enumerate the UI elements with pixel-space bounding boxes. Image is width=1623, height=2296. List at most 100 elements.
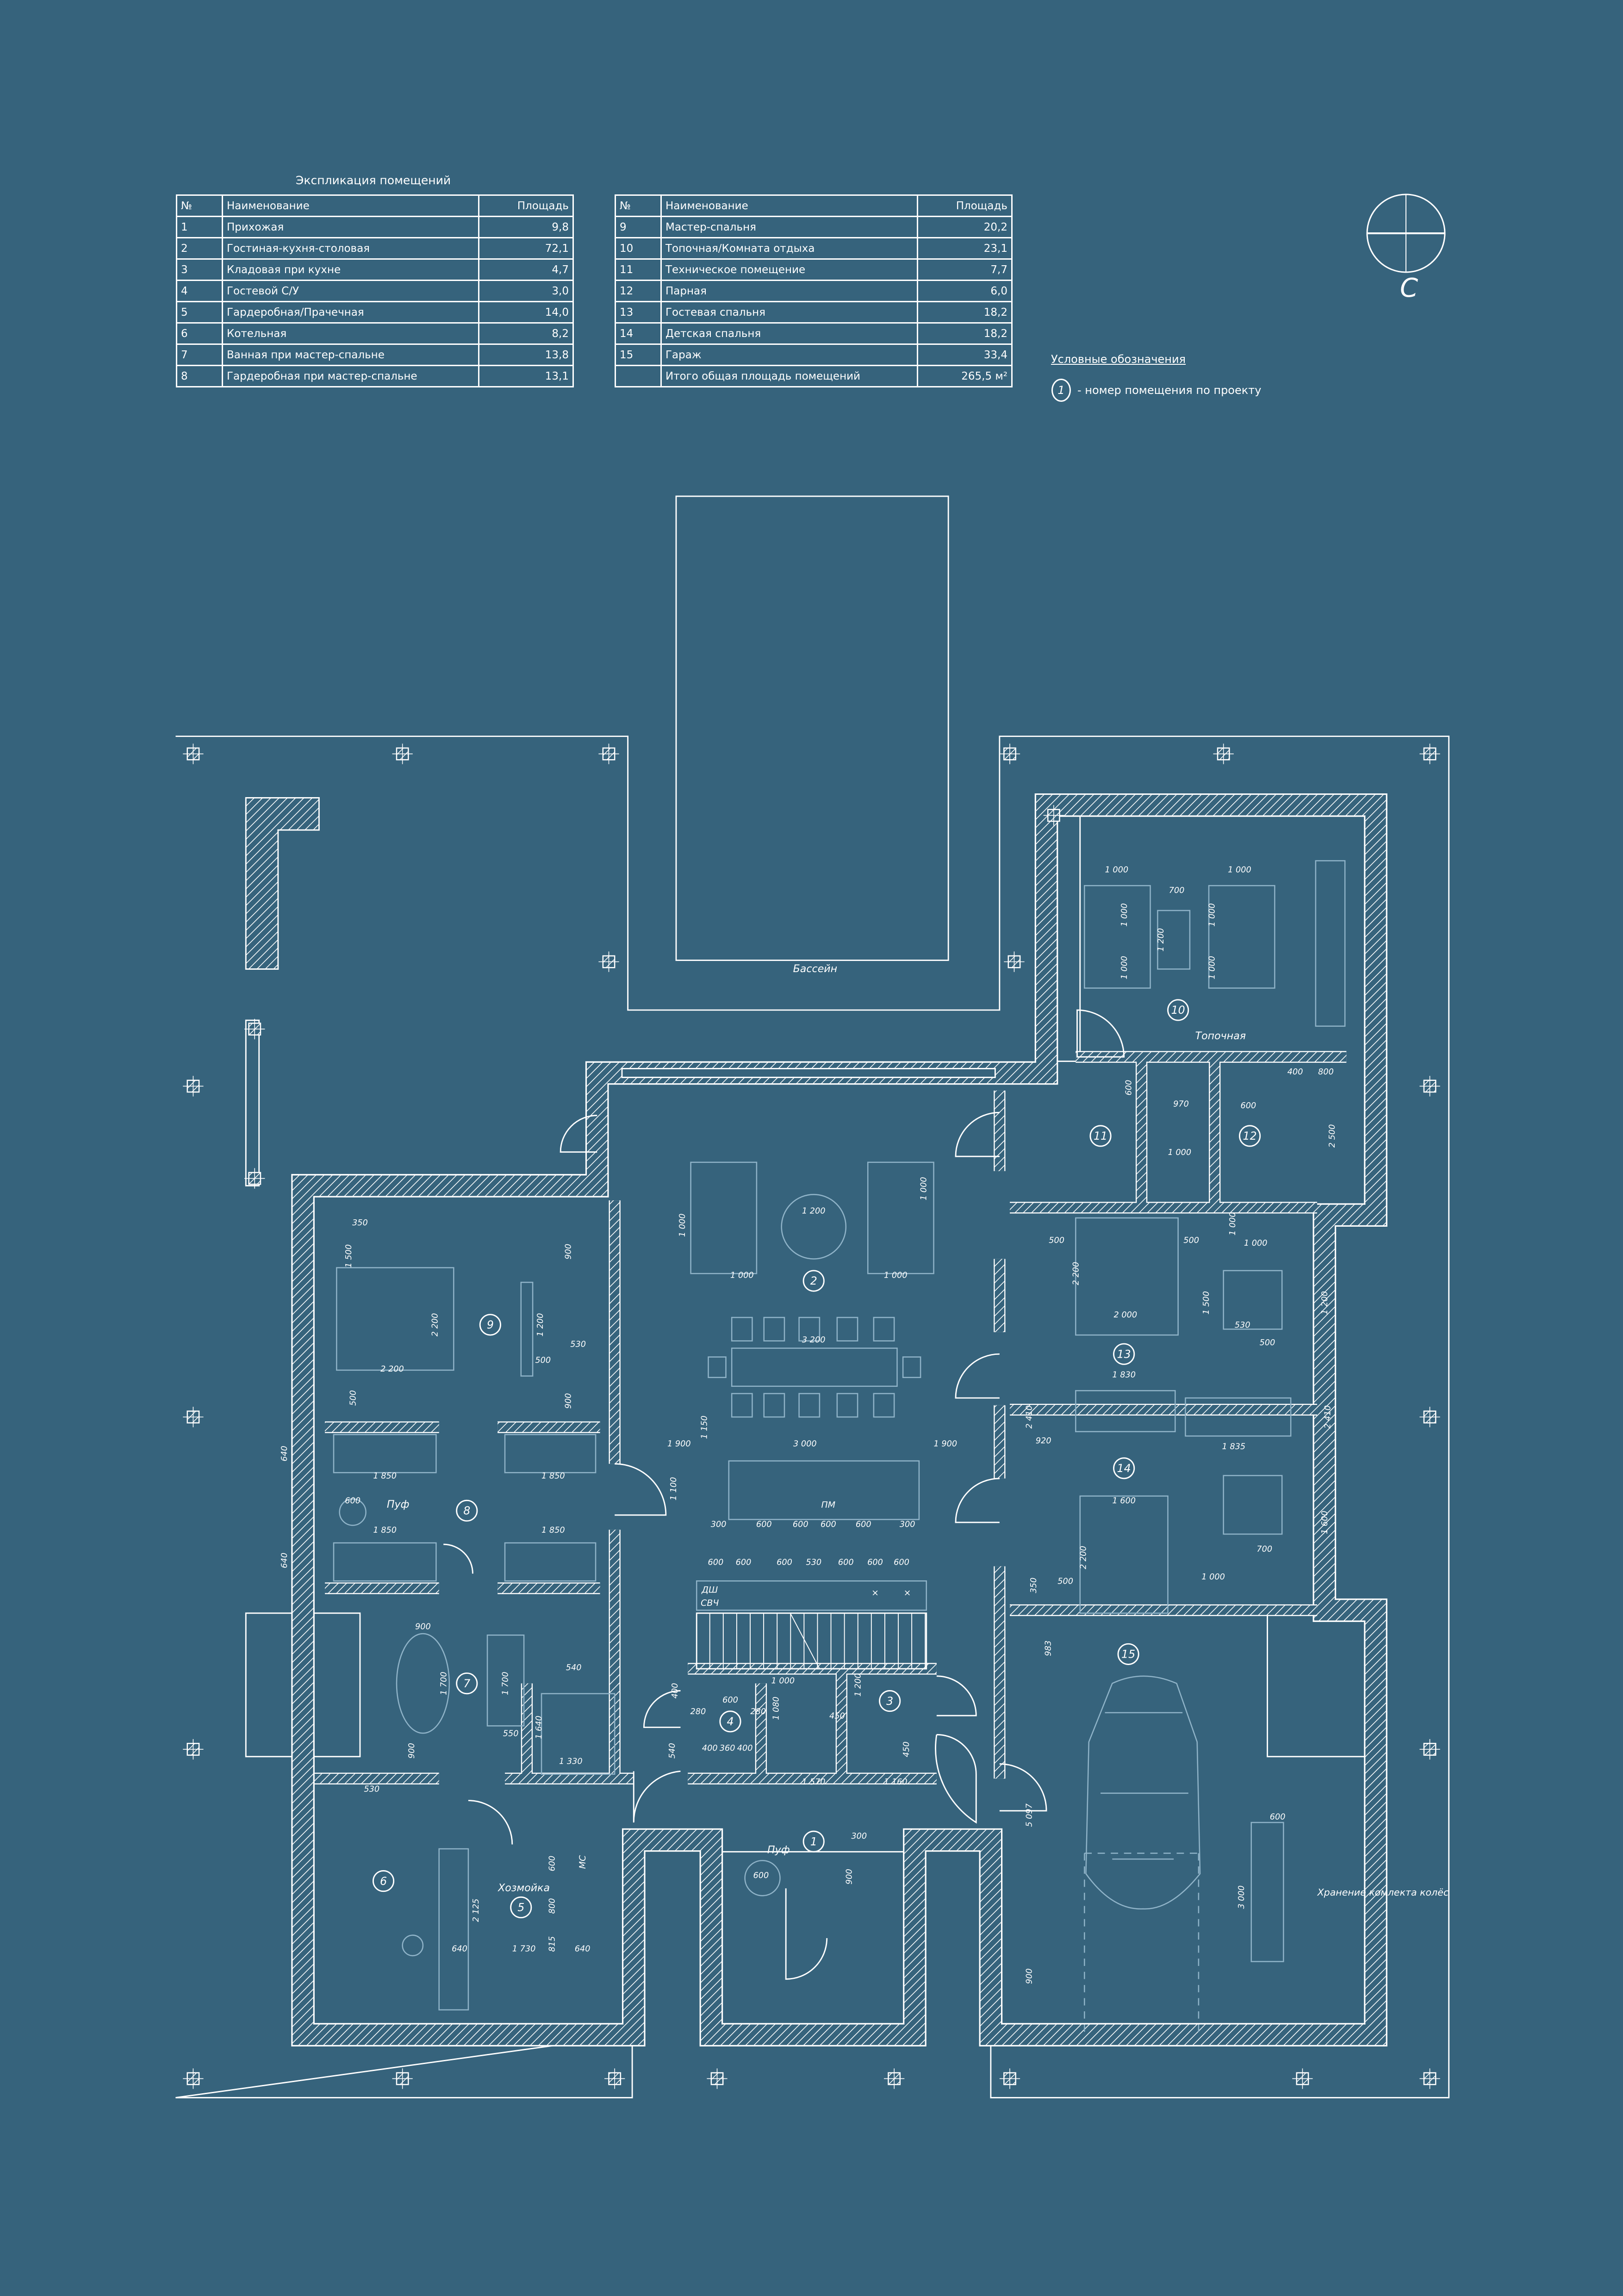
column-icon — [183, 1076, 204, 1097]
dimension-label: 1 000 — [678, 1214, 687, 1237]
room-area: 18,2 — [917, 301, 1013, 324]
header-num: № — [176, 194, 223, 217]
doors — [443, 1009, 1125, 1980]
dimension-label: 600 — [1241, 1101, 1256, 1111]
sofa-left — [690, 1161, 758, 1274]
dimension-label: 600 — [838, 1558, 854, 1567]
dimension-label: 2 000 — [1113, 1310, 1137, 1320]
room-area: 9,8 — [478, 216, 574, 238]
column-icon — [1419, 2068, 1440, 2089]
room-name: Детская спальня — [660, 322, 918, 345]
room-marker-number: 7 — [463, 1677, 470, 1690]
plan-label: Пуф — [387, 1498, 410, 1510]
dimension-label: 900 — [564, 1244, 573, 1260]
dimension-label: 1 200 — [536, 1313, 545, 1337]
room-marker-circle — [510, 1896, 532, 1919]
plan-label: × — [904, 1588, 911, 1598]
dimension-label: 1 150 — [700, 1416, 709, 1439]
dimension-label: 300 — [900, 1520, 915, 1529]
room-marker-circle — [719, 1710, 741, 1733]
dimension-label: 450 — [902, 1741, 911, 1757]
detached-wall-thin — [245, 1019, 260, 1186]
dimension-label: 700 — [1256, 1545, 1272, 1554]
room-marker-circle — [479, 1314, 501, 1336]
dimension-label: 540 — [668, 1743, 677, 1759]
room-number: 13 — [615, 301, 662, 324]
room-marker-circle — [1167, 999, 1189, 1021]
furniture — [333, 860, 1346, 2035]
room-marker-number: 12 — [1243, 1129, 1257, 1142]
plan-label: Хозмойка — [497, 1882, 550, 1894]
round-table — [781, 1194, 847, 1260]
dimension-label: 900 — [1025, 1968, 1034, 1984]
north-label: С — [1400, 273, 1418, 303]
dimension-label: 3 000 — [793, 1439, 817, 1448]
dimension-label: 1 000 — [1120, 956, 1129, 980]
detached-wall — [245, 797, 320, 970]
room-area: 6,0 — [917, 280, 1013, 302]
plan-label: ДШ — [701, 1585, 718, 1595]
legend-item: 1 - номер помещения по проекту — [1051, 379, 1261, 402]
window — [621, 1068, 996, 1078]
dimension-label: 2 200 — [1072, 1262, 1081, 1285]
dimension-label: 640 — [280, 1553, 289, 1568]
dimension-label: 1 700 — [440, 1672, 449, 1695]
plan-label: Топочная — [1195, 1030, 1246, 1042]
dimension-label: 700 — [1169, 886, 1185, 895]
column-markers — [183, 743, 1440, 2089]
column-icon — [1213, 743, 1234, 764]
column-icon — [244, 1018, 265, 1040]
dimension-label: 500 — [1049, 1236, 1064, 1245]
dimension-label: 2 200 — [1079, 1546, 1088, 1569]
closet-8b — [504, 1434, 597, 1473]
closet-8d — [504, 1542, 597, 1582]
dimension-label: 1 850 — [541, 1526, 565, 1535]
explication-title: Экспликация помещений — [295, 174, 451, 187]
north-arrow-icon — [1366, 193, 1446, 273]
column-icon — [999, 2068, 1020, 2089]
room-name: Ванная при мастер-спальне — [222, 343, 479, 366]
room-number: 4 — [176, 280, 223, 302]
dimension-label: 1 500 — [1202, 1291, 1211, 1315]
column-icon — [1043, 805, 1064, 826]
dimension-label: 280 — [750, 1707, 766, 1716]
table-header: № Наименование Площадь — [615, 194, 1013, 217]
room-marker-number: 14 — [1117, 1462, 1131, 1475]
car-icon — [1085, 1675, 1201, 1909]
room-marker-number: 2 — [810, 1274, 817, 1287]
wardrobe-master — [520, 1281, 534, 1377]
column-icon — [183, 1406, 204, 1428]
dimension-label: 920 — [1036, 1436, 1051, 1446]
dimension-label: 1 330 — [559, 1757, 583, 1766]
bathtub — [396, 1633, 450, 1734]
dimension-label: 600 — [756, 1520, 772, 1529]
room-number: 11 — [615, 258, 662, 281]
plan-label: Бассейн — [793, 963, 838, 975]
dimension-label: 900 — [564, 1393, 573, 1409]
room-marker-circle — [879, 1690, 901, 1712]
plan-label: МС — [578, 1855, 588, 1869]
desk-guest — [1223, 1270, 1283, 1330]
room-name: Парная — [660, 280, 918, 302]
column-icon — [392, 743, 413, 764]
total-num — [615, 365, 662, 387]
header-num: № — [615, 194, 662, 217]
dimension-label: 1 000 — [920, 1177, 929, 1200]
plan-label: × — [871, 1588, 879, 1598]
dining-chairs — [708, 1316, 921, 1418]
dimension-label: 300 — [711, 1520, 727, 1529]
room-marker-number: 8 — [463, 1504, 470, 1517]
dimension-label: 1 900 — [667, 1439, 691, 1448]
column-icon — [244, 1168, 265, 1189]
dimension-label: 600 — [777, 1558, 792, 1567]
